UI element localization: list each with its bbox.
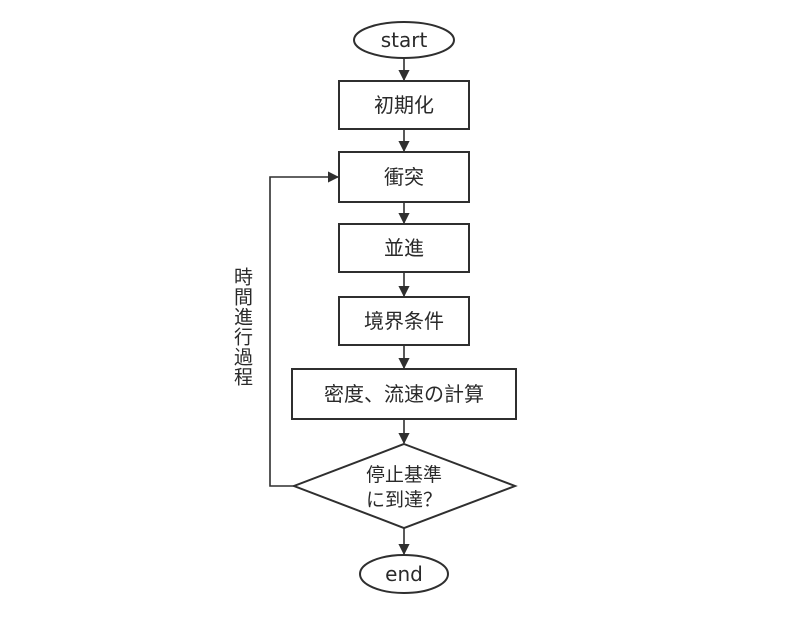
end-node: end: [359, 554, 449, 594]
init-node: 初期化: [338, 80, 470, 130]
loop-back-arrow: [269, 171, 340, 487]
decision-label-line1: 停止基準: [366, 464, 442, 486]
calc-node: 密度、流速の計算: [291, 368, 517, 420]
init-label: 初期化: [374, 93, 434, 117]
boundary-node: 境界条件: [338, 296, 470, 346]
decision-node: 停止基準 に到達？: [291, 442, 518, 530]
calc-label: 密度、流速の計算: [324, 382, 484, 406]
boundary-label: 境界条件: [364, 309, 444, 333]
collision-node: 衝突: [338, 151, 470, 203]
streaming-node: 並進: [338, 223, 470, 273]
collision-label: 衝突: [384, 165, 424, 189]
end-label: end: [385, 562, 423, 586]
loop-label: 時間進行過程: [231, 267, 253, 387]
start-node: start: [353, 21, 455, 59]
start-label: start: [381, 28, 428, 52]
streaming-label: 並進: [384, 236, 424, 260]
decision-label-line2: に到達？: [366, 489, 442, 511]
